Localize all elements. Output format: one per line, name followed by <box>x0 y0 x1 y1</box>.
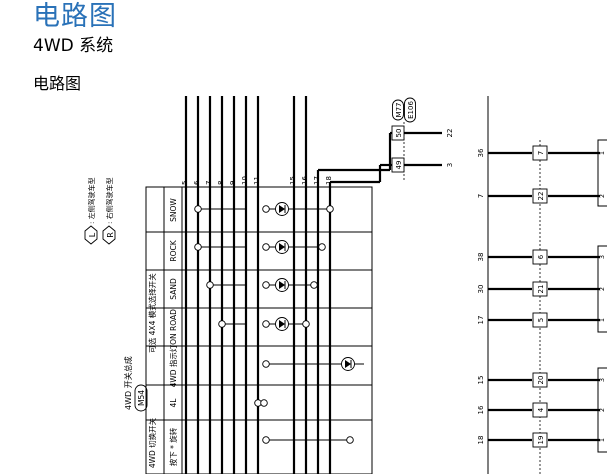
top-pin: 16 <box>301 176 309 185</box>
far-pin: 1 <box>598 318 606 322</box>
column-label-snow: SNOW <box>169 198 178 222</box>
connector-cavity: 20 <box>537 376 545 385</box>
top-pin: 18 <box>325 176 333 185</box>
mode-switch-label: 可选 4X4 模式选择开关 <box>147 273 157 353</box>
right-row: 4 16 2 <box>477 402 606 418</box>
column-labels: SNOW ROCK SAND ON ROAD 4WD 指示灯 4L 按下 * 旋… <box>168 198 178 467</box>
wire-number: 30 <box>477 285 485 294</box>
wire-number: 36 <box>477 148 485 157</box>
legend-right-text: : 右侧驾驶车型 <box>105 177 114 224</box>
connector-cavity: 19 <box>537 436 545 445</box>
connector-cavity: 4 <box>537 407 545 412</box>
legend-left-badge: L <box>88 232 97 237</box>
top-pin-labels: 5 6 7 8 9 10 11 15 16 17 18 <box>181 176 333 185</box>
right-row: 7 36 1 <box>477 145 606 161</box>
wire-number: 38 <box>477 253 485 262</box>
page-title: 电路图 <box>33 1 117 32</box>
legend-left-text: : 左侧驾驶车型 <box>87 177 96 224</box>
connector-cavity: 21 <box>537 285 545 294</box>
right-row: 6 38 3 <box>477 249 606 265</box>
right-row: 22 7 2 <box>477 188 606 204</box>
legend-right-badge: R <box>106 232 115 238</box>
top-pin: 9 <box>229 181 237 185</box>
far-pin: 1 <box>598 151 606 155</box>
far-pin: 3 <box>598 378 606 382</box>
top-pin: 17 <box>313 176 321 185</box>
top-pin: 8 <box>217 181 225 185</box>
column-label-4l: 4L <box>169 398 178 408</box>
connector-cavity: 50 <box>395 129 403 138</box>
wire-number: 17 <box>477 316 485 325</box>
transfer-switch-label: 4WD 切换开关 <box>147 417 157 468</box>
assembly-name: 4WD 开关总成 <box>123 356 133 410</box>
wire-number: 3 <box>446 163 454 167</box>
wire-number: 16 <box>477 405 485 414</box>
upper-connector: M77 E106 50 49 22 3 <box>391 97 454 182</box>
indicator-leds <box>275 202 355 371</box>
column-label-rock: ROCK <box>169 239 178 261</box>
right-row: 19 18 1 <box>477 432 606 448</box>
wire-number: 15 <box>477 376 485 385</box>
top-pin: 5 <box>181 181 189 185</box>
column-label-sand: SAND <box>169 278 178 300</box>
right-row: 20 15 3 <box>477 372 606 388</box>
top-pin: 11 <box>253 176 261 185</box>
right-row: 21 30 2 <box>477 281 606 297</box>
column-label-on-road: ON ROAD <box>169 309 178 345</box>
wire-number: 18 <box>477 436 485 445</box>
connector-badge-m77: M77 <box>395 103 403 118</box>
section-title: 电路图 <box>33 74 82 93</box>
system-subtitle: 4WD 系统 <box>33 36 114 56</box>
top-pin: 7 <box>205 181 213 185</box>
top-pin: 15 <box>289 176 297 185</box>
connector-badge-e106: E106 <box>407 101 415 119</box>
switch-contacts <box>194 205 364 444</box>
far-pin: 2 <box>598 408 606 412</box>
far-pin: 2 <box>598 194 606 198</box>
connector-cavity: 5 <box>537 318 545 322</box>
right-connector: 7 36 1 22 7 2 6 38 3 21 30 2 5 <box>477 96 607 474</box>
top-pin: 6 <box>193 180 201 185</box>
column-label-press-rotate: 按下 * 旋转 <box>168 427 178 466</box>
far-pin: 1 <box>598 438 606 442</box>
connector-cavity: 6 <box>537 254 545 259</box>
connector-cavity: 22 <box>537 192 545 201</box>
legend: L : 左侧驾驶车型 R : 右侧驾驶车型 <box>84 177 116 245</box>
switch-table <box>145 186 373 474</box>
far-pin: 3 <box>598 255 606 259</box>
wire-number: 7 <box>477 194 485 198</box>
column-label-4wd-indicator: 4WD 指示灯 <box>168 344 178 387</box>
assembly-connector-badge: M54 <box>137 390 146 406</box>
connector-cavity: 7 <box>537 151 545 155</box>
top-pin: 10 <box>241 176 249 185</box>
far-pin: 2 <box>598 287 606 291</box>
wire-number: 22 <box>446 129 454 138</box>
right-row: 5 17 1 <box>477 312 606 328</box>
connector-cavity: 49 <box>395 161 403 170</box>
